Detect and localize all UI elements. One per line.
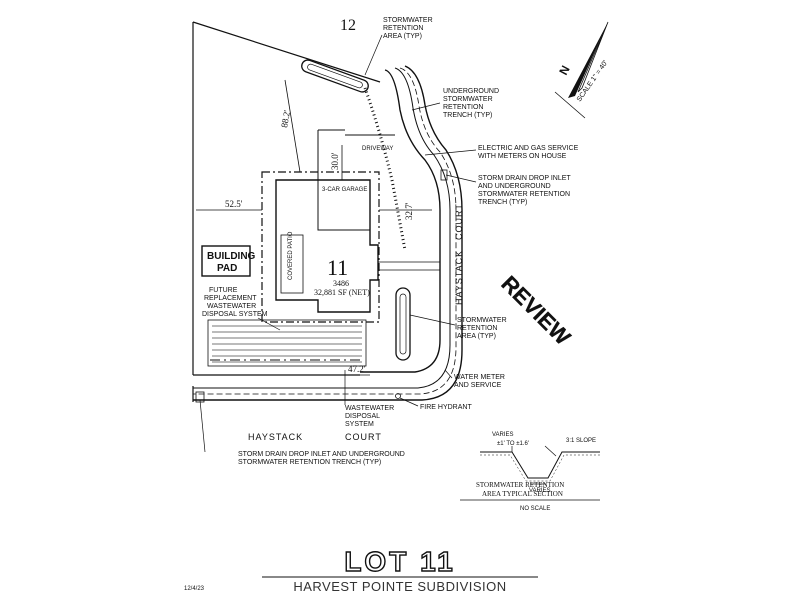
garage-label: 3-CAR GARAGE	[322, 187, 367, 193]
driveway-label: DRIVEWAY	[362, 146, 393, 152]
svg-text:FIRE HYDRANT: FIRE HYDRANT	[420, 404, 472, 411]
street-haystack-bottom: HAYSTACK	[248, 432, 303, 442]
svg-text:AREA TYPICAL SECTION: AREA TYPICAL SECTION	[482, 490, 563, 498]
svg-text:VARIES: VARIES	[492, 432, 514, 438]
review-stamp: REVIEW	[496, 271, 575, 350]
underground-trench-path	[363, 87, 407, 251]
stormwater-area-right	[395, 287, 411, 361]
dim-47-2: 47.2'	[348, 364, 366, 374]
street-court-side: COURT	[454, 203, 464, 240]
lot-area: 32,881 SF (NET)	[314, 288, 370, 297]
lot-12-label: 12	[340, 17, 356, 34]
svg-text:BUILDING: BUILDING	[207, 251, 256, 262]
svg-text:±1' TO ±1.6': ±1' TO ±1.6'	[497, 441, 529, 447]
dim-30-0: 30.0'	[330, 152, 340, 170]
building-pad-label: BUILDING PAD	[201, 245, 256, 277]
svg-text:STORM DRAIN DROP INLET AND UND: STORM DRAIN DROP INLET AND UNDERGROUNDST…	[238, 451, 405, 466]
svg-text:STORMWATER RETENTION: STORMWATER RETENTION	[476, 481, 564, 489]
svg-text:PAD: PAD	[217, 263, 237, 274]
building-pad-boundary	[261, 171, 380, 323]
stormwater-area-top	[301, 59, 369, 93]
dimension-lines	[196, 79, 432, 376]
water-service-line	[378, 261, 440, 271]
street-haystack-side: HAYSTACK	[454, 250, 464, 305]
house-footprint	[275, 179, 379, 313]
road-curbs	[192, 65, 463, 402]
lot-title: LOT 11	[344, 546, 455, 577]
dim-52-5: 52.5'	[225, 199, 243, 209]
drawing-date: 12/4/23	[184, 586, 205, 592]
svg-text:NO SCALE: NO SCALE	[520, 506, 550, 512]
driveway	[317, 129, 395, 180]
subdivision-name: HARVEST POINTE SUBDIVISION	[293, 579, 506, 594]
callout-fire-hydrant: FIRE HYDRANT	[395, 393, 472, 411]
lot-number: 11	[327, 255, 348, 280]
lot-id: 3486	[333, 279, 349, 288]
dim-32-7: 32.7'	[404, 202, 414, 220]
lot-boundary	[192, 21, 381, 376]
dim-88-2: 88.2'	[279, 109, 292, 128]
street-court-bottom: COURT	[345, 432, 382, 442]
wastewater-disposal-field	[207, 319, 367, 367]
svg-text:3:1 SLOPE: 3:1 SLOPE	[566, 438, 596, 444]
patio-label: COVERED PATIO	[288, 231, 294, 280]
svg-text:N: N	[556, 63, 572, 77]
typical-section-detail: VARIES ±1' TO ±1.6' 3:1 SLOPE VARIES STO…	[460, 432, 600, 512]
title-block: LOT 11 HARVEST POINTE SUBDIVISION 12/4/2…	[184, 545, 538, 594]
svg-text:VARIES: VARIES	[529, 488, 551, 494]
